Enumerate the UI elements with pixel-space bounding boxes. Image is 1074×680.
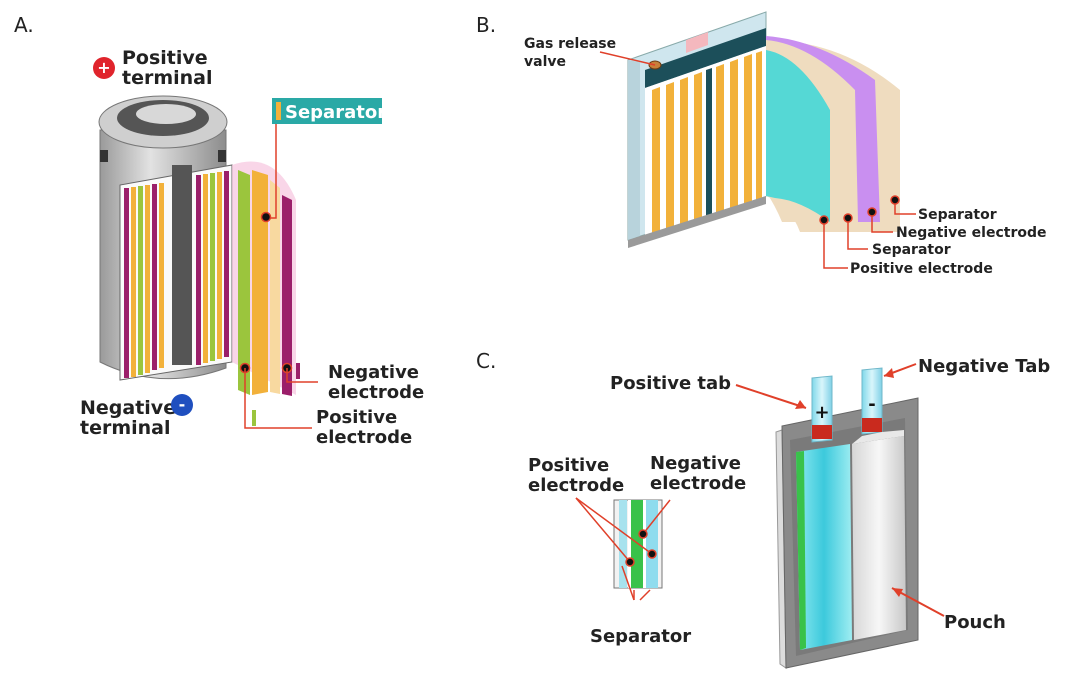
positive-electrode-label-c-2: electrode [528, 475, 624, 496]
minus-symbol: - [179, 395, 186, 414]
negative-electrode-label-b: Negative electrode [896, 225, 1047, 241]
separator-label-b-1: Separator [918, 207, 997, 223]
negative-electrode-label-c-1: Negative [650, 453, 741, 474]
separator-badge [272, 98, 382, 124]
positive-terminal-label-2: terminal [122, 67, 213, 89]
pouch-plus-symbol: + [814, 402, 829, 423]
positive-terminal-icon [93, 57, 115, 79]
plus-symbol: + [97, 58, 110, 77]
positive-electrode-label-c-1: Positive [528, 455, 609, 476]
positive-electrode-label-a-2: electrode [316, 427, 412, 448]
panel-a-label: A. [14, 13, 34, 37]
separator-label-c: Separator [590, 626, 691, 647]
negative-electrode-label-a-2: electrode [328, 382, 424, 403]
negative-terminal-icon [171, 394, 193, 416]
pouch-cell [775, 367, 919, 669]
separator-label-b-2: Separator [872, 242, 951, 258]
positive-electrode-label-b: Positive electrode [850, 261, 993, 277]
positive-electrode-label-a-1: Positive [316, 407, 397, 428]
panel-b-label: B. [476, 13, 496, 37]
negative-electrode-label-a-1: Negative [328, 362, 419, 383]
panel-c-label: C. [476, 349, 496, 373]
negative-terminal-label-1: Negative [80, 397, 176, 419]
pouch-minus-symbol: - [868, 394, 875, 415]
negative-terminal-label-2: terminal [80, 417, 171, 439]
separator-label-a: Separator [285, 102, 386, 123]
negative-tab-label: Negative Tab [918, 356, 1050, 377]
pouch-label: Pouch [944, 612, 1006, 633]
negative-electrode-label-c-2: electrode [650, 473, 746, 494]
pouch-cross-section [613, 499, 663, 589]
cylindrical-cell [98, 95, 296, 396]
positive-terminal-label-1: Positive [122, 47, 208, 69]
positive-tab-label: Positive tab [610, 373, 731, 394]
gas-release-valve-label-2: valve [524, 54, 566, 70]
jelly-roll-layers [124, 171, 229, 378]
gas-release-valve-label-1: Gas release [524, 36, 616, 52]
prismatic-cell [627, 11, 900, 248]
